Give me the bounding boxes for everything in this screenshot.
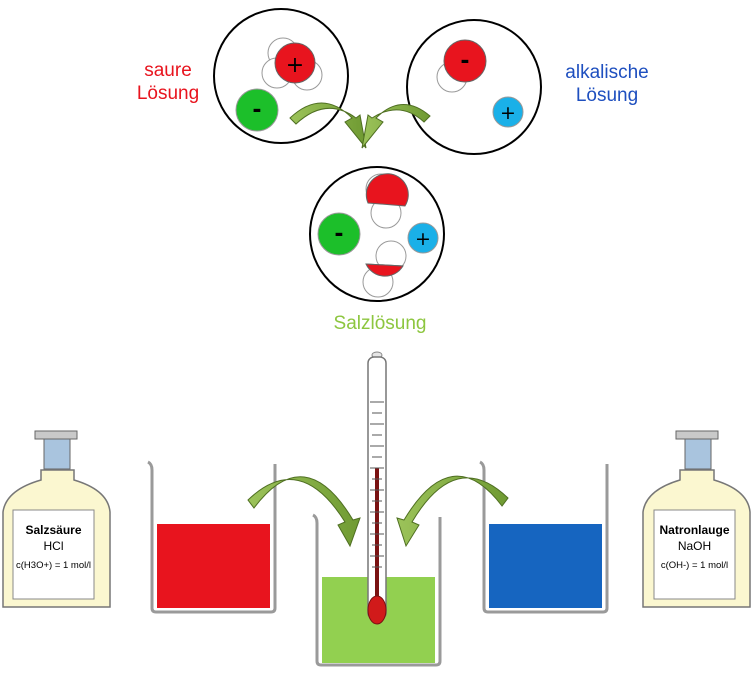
arrow-base-beaker-to-salt: [396, 475, 509, 548]
bottle-hydrochloric-acid: [2, 430, 111, 608]
water-molecule-lower: [362, 240, 407, 298]
bottle-right-formula: NaOH: [677, 539, 712, 553]
salt-cation-particle: +: [407, 222, 439, 254]
water-molecule-upper: [365, 173, 409, 229]
cation-particle: +: [492, 96, 524, 128]
arrow-acid-beaker-to-salt: [247, 476, 361, 548]
bottle-right-label: Natronlauge NaOH c(OH-) = 1 mol/l: [654, 523, 735, 571]
hydroxide-minus-symbol: -: [460, 49, 469, 74]
bottle-left-name: Salzsäure: [25, 523, 82, 537]
beaker-acid: [147, 460, 277, 614]
acid-solution-label: saure Lösung: [118, 60, 218, 106]
anion-particle: -: [235, 88, 279, 132]
bottle-left-label: Salzsäure HCl c(H3O+) = 1 mol/l: [13, 523, 94, 571]
arrow-acid-to-salt: [289, 102, 367, 149]
salt-anion-particle: -: [317, 212, 361, 256]
alkaline-solution-label-line2: Lösung: [575, 84, 639, 106]
hydroxide-molecule: -: [436, 39, 487, 93]
cation-plus-symbol: +: [500, 102, 516, 124]
arrow-base-to-salt: [361, 104, 431, 149]
acid-solution-label-line2: Lösung: [136, 82, 200, 104]
beaker-base: [479, 460, 609, 614]
acid-particle-circle: + -: [213, 8, 349, 144]
bottle-right-name: Natronlauge: [659, 523, 730, 537]
thermometer: [367, 351, 387, 625]
hydronium-molecule: +: [261, 37, 323, 91]
base-particle-circle: - +: [406, 19, 542, 155]
bottle-sodium-hydroxide: [642, 430, 751, 608]
salt-solution-label: Salzlösung: [333, 313, 427, 334]
bottle-left-formula: HCl: [43, 539, 64, 553]
bottle-right-concentration: c(OH-) = 1 mol/l: [660, 560, 729, 571]
anion-minus-symbol: -: [252, 98, 261, 123]
hydronium-plus-symbol: +: [286, 53, 304, 78]
alkaline-solution-label-line1: alkalische: [565, 62, 649, 83]
salt-cation-plus-symbol: +: [415, 228, 431, 250]
acid-solution-label-line1: saure: [144, 60, 192, 81]
alkaline-solution-label: alkalische Lösung: [548, 62, 666, 108]
salt-anion-minus-symbol: -: [334, 222, 343, 247]
salt-particle-circle: - +: [309, 166, 445, 302]
bottle-left-concentration: c(H3O+) = 1 mol/l: [16, 560, 91, 571]
